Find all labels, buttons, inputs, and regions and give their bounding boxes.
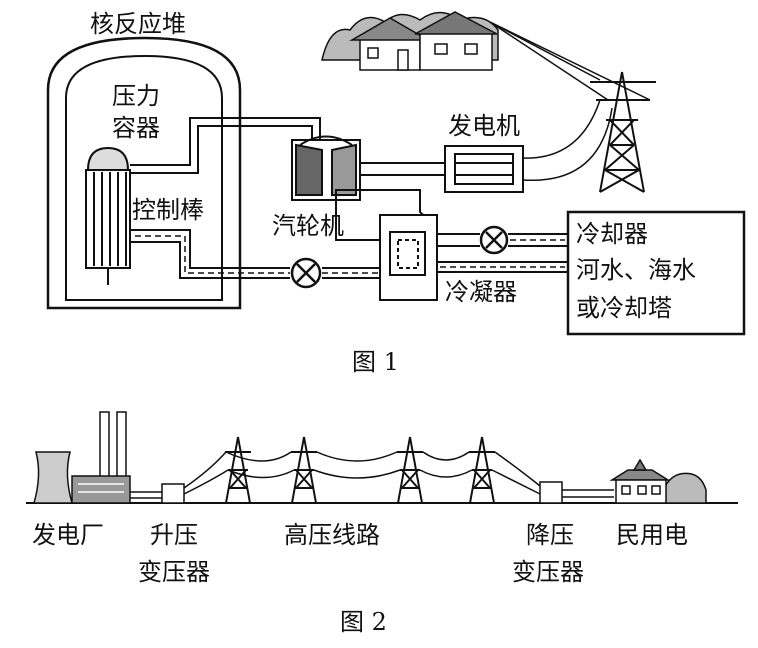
step-up-transformer — [130, 483, 185, 504]
turbine-shaft — [360, 162, 445, 176]
transmission-tower-fig1 — [590, 71, 656, 193]
houses-illustration — [321, 11, 499, 71]
transmission-tower-1 — [225, 436, 251, 504]
transmission-tower-2 — [291, 436, 317, 504]
consumer-house — [609, 458, 707, 504]
generator-label: 发电机 — [448, 112, 520, 140]
control-rod-assembly — [85, 146, 131, 285]
high-voltage-wires — [183, 451, 541, 495]
consumer-label: 民用电 — [616, 521, 688, 549]
condenser-label: 冷凝器 — [445, 278, 517, 306]
cooler-label-line1: 冷却器 — [576, 220, 648, 248]
step-up-label-line2: 变压器 — [138, 558, 210, 586]
pressure-vessel-label-line1: 压力 — [112, 82, 160, 110]
hv-line-label: 高压线路 — [284, 521, 380, 549]
pump-valve-2 — [479, 225, 509, 255]
generator — [444, 145, 524, 193]
step-down-label-line2: 变压器 — [512, 558, 584, 586]
turbine-label: 汽轮机 — [272, 212, 344, 240]
feedwater-pipe — [130, 229, 380, 279]
cooler-label-line2: 河水、海水 — [576, 256, 696, 284]
control-rods-label: 控制棒 — [132, 196, 204, 224]
step-down-transformer — [539, 481, 614, 504]
power-plant-label: 发电厂 — [32, 521, 104, 549]
power-plant — [33, 411, 131, 504]
step-down-label-line1: 降压 — [526, 521, 574, 549]
pump-valve-1 — [290, 257, 322, 289]
cooling-water-pipe — [437, 233, 568, 273]
step-up-label-line1: 升压 — [150, 521, 198, 549]
power-wires-fig1 — [489, 21, 651, 182]
turbine — [291, 135, 361, 201]
condenser — [335, 189, 438, 301]
cooler-label-line3: 或冷却塔 — [576, 294, 672, 322]
figure-2: 发电厂 升压 变压器 高压线路 降压 变压器 民用电 图 2 — [26, 411, 738, 636]
cooler-box — [566, 210, 746, 336]
pressure-vessel-label-line2: 容器 — [112, 114, 160, 142]
reactor-label: 核反应堆 — [90, 10, 186, 38]
transmission-tower-3 — [397, 436, 423, 504]
figure1-caption: 图 1 — [352, 348, 399, 376]
steam-pipe — [130, 117, 321, 174]
reactor-building — [46, 36, 242, 310]
figure-1: 核反应堆 压力 容器 控制棒 汽轮机 发电机 冷凝器 冷却器 河水、海水 或冷却… — [46, 10, 746, 376]
transmission-tower-4 — [469, 436, 495, 504]
figure2-caption: 图 2 — [340, 608, 387, 636]
